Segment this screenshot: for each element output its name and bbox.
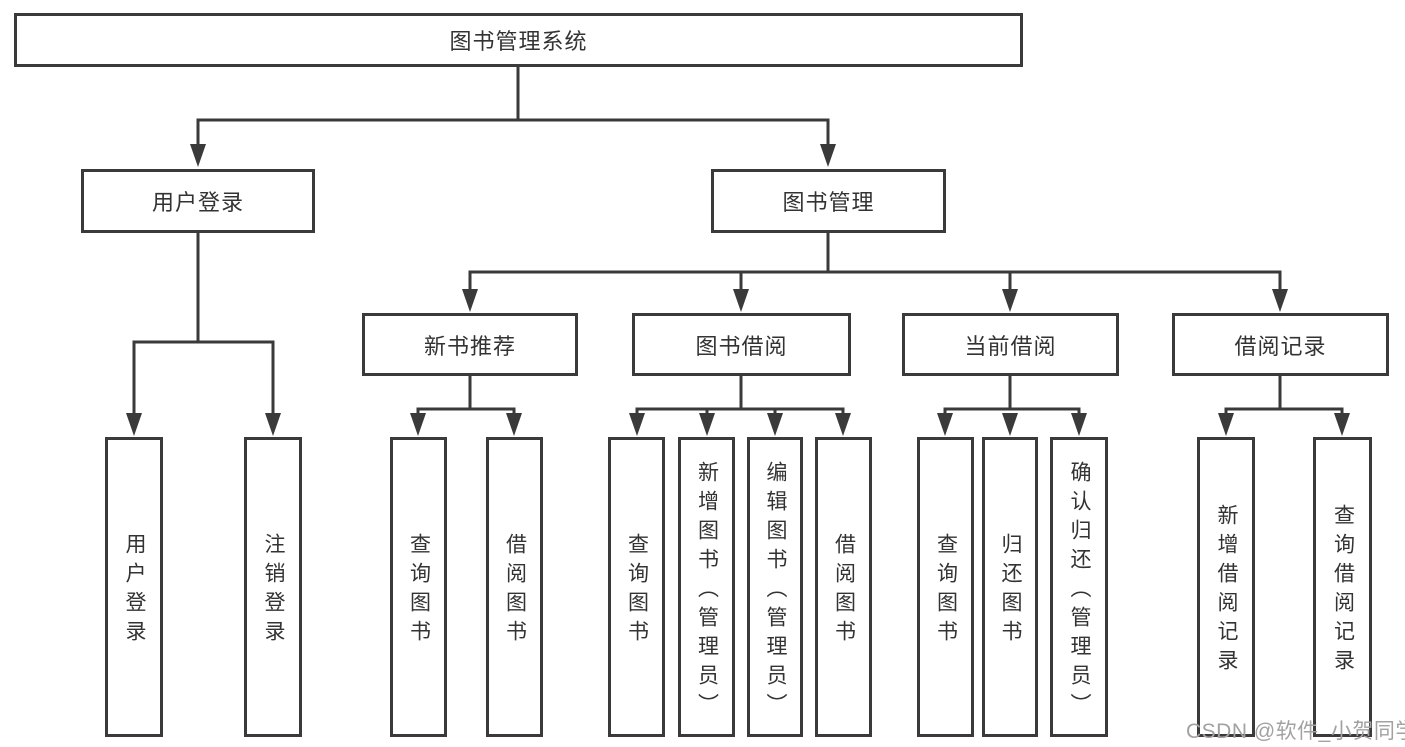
leaf-borrowing-search-books-label: 查询图书 <box>625 533 649 649</box>
leaf-add-books-admin: 新增图书（管理员） <box>678 437 735 737</box>
node-book-borrowing: 图书借阅 <box>632 313 851 376</box>
leaf-recommend-search-books-label: 查询图书 <box>407 533 431 649</box>
leaf-user-login: 用户登录 <box>105 437 163 737</box>
leaf-add-borrow-record: 新增借阅记录 <box>1197 437 1255 737</box>
edges-user-login-branch <box>126 230 281 436</box>
leaf-confirm-return-admin-label: 确认归还（管理员） <box>1068 460 1091 722</box>
node-current-borrowing: 当前借阅 <box>902 313 1119 376</box>
leaf-borrowing-search-books: 查询图书 <box>608 437 665 737</box>
leaf-return-books: 归还图书 <box>982 437 1038 737</box>
leaf-search-borrow-record-label: 查询借阅记录 <box>1331 504 1355 678</box>
leaf-current-search-books-label: 查询图书 <box>934 533 958 649</box>
edges-book-management-branch <box>462 230 1288 312</box>
leaf-recommend-borrow-books: 借阅图书 <box>486 437 543 737</box>
csdn-watermark: CSDN @软件_小贺同学 <box>1186 720 1405 743</box>
leaf-confirm-return-admin: 确认归还（管理员） <box>1050 437 1108 737</box>
leaf-borrow-books: 借阅图书 <box>815 437 872 737</box>
edges-current-borrowing <box>937 374 1087 436</box>
leaf-current-search-books: 查询图书 <box>917 437 974 737</box>
edges-root-to-level2 <box>190 65 836 167</box>
leaf-add-books-admin-label: 新增图书（管理员） <box>695 460 719 722</box>
node-library-management-system: 图书管理系统 <box>14 13 1023 67</box>
leaf-edit-books-admin-label: 编辑图书（管理员） <box>764 460 787 722</box>
edges-book-borrowing <box>629 374 851 436</box>
leaf-add-borrow-record-label: 新增借阅记录 <box>1215 504 1238 678</box>
leaf-logout: 注销登录 <box>244 437 302 737</box>
node-borrowing-records: 借阅记录 <box>1172 313 1389 376</box>
node-book-management: 图书管理 <box>711 169 946 233</box>
leaf-search-borrow-record: 查询借阅记录 <box>1313 437 1372 737</box>
leaf-recommend-search-books: 查询图书 <box>390 437 447 737</box>
node-new-book-recommendation: 新书推荐 <box>362 313 578 376</box>
node-user-login: 用户登录 <box>81 169 315 233</box>
edges-borrowing-records <box>1218 374 1350 436</box>
leaf-return-books-label: 归还图书 <box>999 533 1022 649</box>
leaf-logout-label: 注销登录 <box>262 533 285 649</box>
leaf-edit-books-admin: 编辑图书（管理员） <box>747 437 803 737</box>
leaf-recommend-borrow-books-label: 借阅图书 <box>503 533 527 649</box>
edges-new-book-recommendation <box>410 374 522 436</box>
leaf-user-login-label: 用户登录 <box>123 533 146 649</box>
leaf-borrow-books-label: 借阅图书 <box>832 533 856 649</box>
